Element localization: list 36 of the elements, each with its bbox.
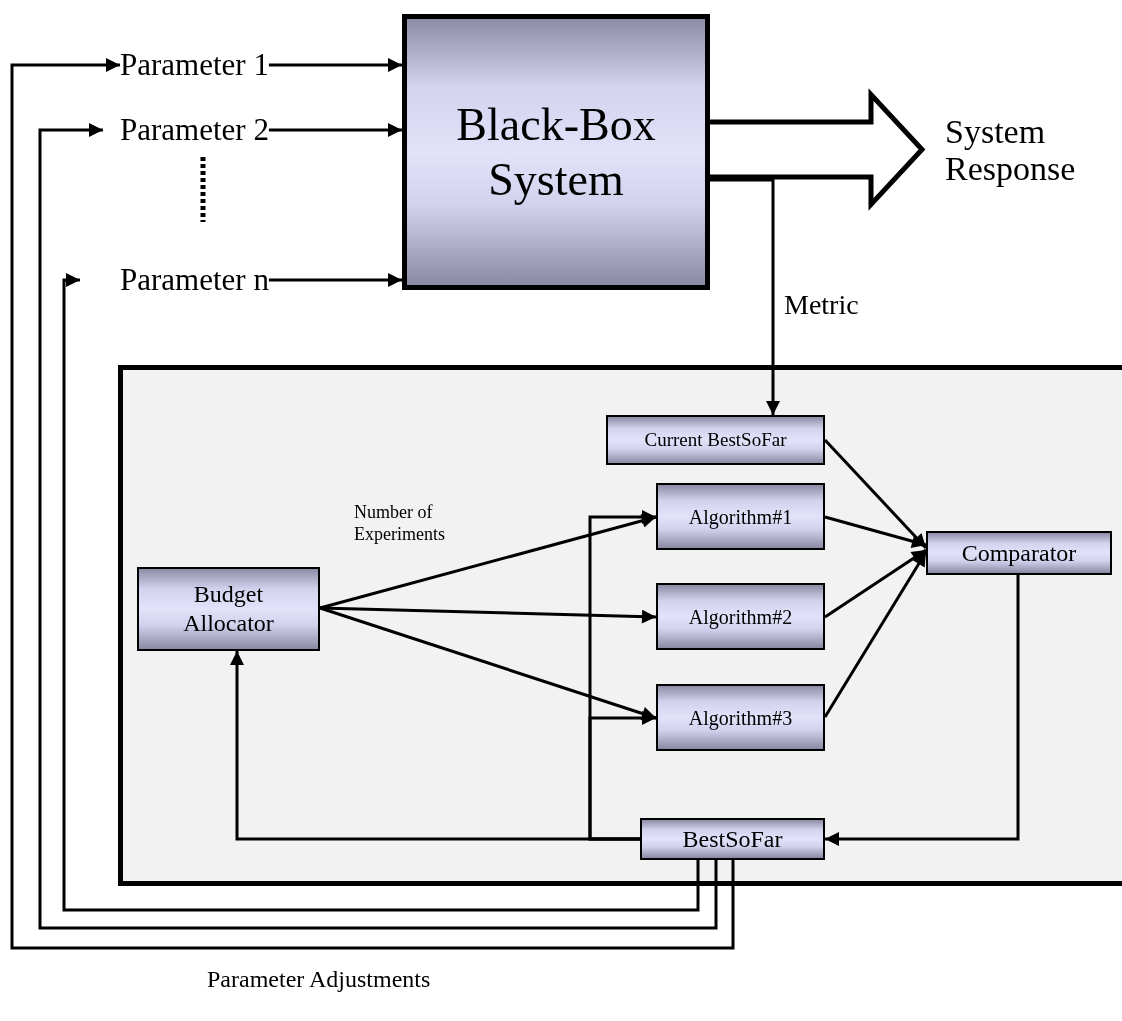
box-label: BestSoFar [682,825,783,853]
parameter-label: Parameter 1 [120,46,269,84]
process-box [656,583,825,650]
arrow [268,123,402,137]
process-box [606,415,825,465]
box-label: Algorithm#2 [688,605,793,628]
arrow [824,548,927,619]
process-box [926,531,1112,575]
parameter-label: Parameter n [80,261,269,299]
box-label: Algorithm#3 [688,706,793,729]
process-box [656,483,825,550]
process-box [656,684,825,751]
arrow [825,575,1020,846]
arrow [268,58,402,72]
arrow [710,178,780,415]
arrow [823,438,928,550]
box-label: Budget Allocator [182,580,275,638]
box-label: Algorithm#1 [688,505,793,528]
process-box [640,818,825,860]
box-label: Current BestSoFar [644,429,787,451]
process-box [137,567,320,651]
output-label: System Response [925,102,1122,198]
box-label: Black-Box System [455,97,657,207]
block-arrow [707,88,926,211]
arrow [268,273,402,287]
arrow [38,123,718,930]
system-box [402,14,710,290]
arrow [62,273,700,912]
arrow [588,711,656,841]
caption-label: Parameter Adjustments [207,965,431,994]
arrow [824,515,927,548]
container-box [118,365,1122,886]
parameter-label: Parameter 2 [103,111,269,149]
arrow [823,551,928,718]
arrow [10,58,735,950]
box-label: Comparator [961,539,1077,567]
